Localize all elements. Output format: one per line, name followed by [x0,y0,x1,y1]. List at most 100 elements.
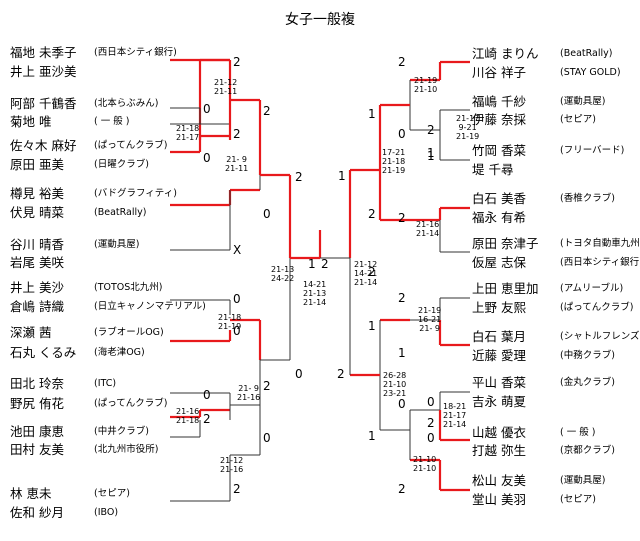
player-name: 近藤 愛理 [472,348,526,363]
match-result: 0 [233,292,241,306]
player-row: 菊地 唯( 一 般 ) [10,114,175,130]
match-score: 21-19 16-21 21- 9 [418,306,442,333]
player-name: 倉嶋 詩織 [10,299,64,314]
match-result: 1 [398,346,406,360]
player-name: 山越 優衣 [472,425,526,440]
page-title: 女子一般複 [285,12,355,28]
match-result: 2 [233,127,241,141]
player-row: 石丸 くるみ(海老津OG) [10,345,175,361]
player-row: 打越 弥生(京都クラブ) [472,443,637,459]
player-club: (中井クラブ) [94,426,149,437]
player-club: (日立キャノンマテリアル) [94,301,206,312]
player-club: (セピア) [94,488,130,499]
player-row: 福永 有希 [472,210,637,226]
player-name: 上野 友熙 [472,300,526,315]
player-row: 堂山 美羽(セピア) [472,492,637,508]
match-result: 2 [233,55,241,69]
player-name: 阿部 千鶴香 [10,96,77,111]
match-result: 2 [427,416,435,430]
player-club: (バドグラフィティ) [94,188,177,199]
player-row: 仮屋 志保(西日本シティ銀行) [472,255,640,271]
player-club: (運動具屋) [560,96,606,107]
player-name: 佐和 紗月 [10,505,64,520]
match-result: 0 [233,324,241,338]
player-row: 井上 美沙(TOTOS北九州) [10,280,175,296]
match-result: 2 [295,170,303,184]
player-club: (フリーバード) [560,145,625,156]
player-row: 福嶋 千紗 (運動具屋) [472,94,637,110]
player-club: (金丸クラブ) [560,377,615,388]
player-club: (セピア) [560,494,596,505]
player-row: 白石 葉月 (シャトルフレンズ) [472,329,640,345]
player-row: 平山 香菜(金丸クラブ) [472,375,637,391]
match-score: 21-16 21-18 [176,407,200,425]
player-row: 松山 友美(運動具屋) [472,473,637,489]
player-name: 吉永 萌夏 [472,394,526,409]
player-row: 原田 奈津子(トヨタ自動車九州) [472,236,640,252]
player-club: (ラブオールOG) [94,327,164,338]
player-club: (北九州市役所) [94,444,159,455]
player-name: 福永 有希 [472,210,526,225]
player-club: (ぱってんクラブ) [94,140,168,151]
player-name: 伊藤 奈採 [472,112,526,127]
match-result: 2 [233,482,241,496]
match-score: 21-10 21-10 [413,455,437,473]
match-score: 21-13 24-22 [271,265,295,283]
match-result: 0 [263,207,271,221]
match-score: 18-21 21-17 21-14 [443,402,467,429]
player-name: 谷川 晴香 [10,237,64,252]
match-score: 21-12 21-16 [220,456,244,474]
match-result: 1 [368,319,376,333]
player-name: 川谷 祥子 [472,65,526,80]
match-result: X [233,243,242,257]
match-result: 2 [263,104,271,118]
player-name: 伏見 晴菜 [10,205,64,220]
player-club: (トヨタ自動車九州) [560,238,640,249]
match-result: 0 [295,367,303,381]
match-result: 2 [398,291,406,305]
player-club: (海老津OG) [94,347,145,358]
player-name: 佐々木 麻好 [10,138,77,153]
player-name: 野尻 侑花 [10,396,64,411]
player-row: 堤 千尋 [472,162,637,178]
match-score: 21-12 21-11 [214,78,238,96]
player-name: 白石 葉月 [472,329,526,344]
player-club: ( 一 般 ) [560,427,596,438]
player-row: 江崎 まりん(BeatRally) [472,46,637,62]
match-result: 2 [203,412,211,426]
player-row: 田北 玲奈(ITC) [10,376,175,392]
player-name: 上田 恵里加 [472,281,539,296]
match-result: 2 [398,55,406,69]
player-row: 上田 恵里加(アムリーブル) [472,281,637,297]
player-row: 佐和 紗月(IBO) [10,505,175,521]
player-name: 堤 千尋 [472,162,514,177]
player-row: 野尻 侑花(ぱってんクラブ) [10,396,175,412]
match-score: 21-17 9-21 21-19 [456,114,480,141]
match-score: 26-28 21-10 23-21 [383,371,407,398]
player-row: 吉永 萌夏 [472,394,637,410]
player-row: 佐々木 麻好 (ぱってんクラブ) [10,138,175,154]
player-name: 福地 未季子 [10,45,77,60]
player-club: (STAY GOLD) [560,67,621,78]
player-row: 川谷 祥子 (STAY GOLD) [472,65,637,81]
player-club: (シャトルフレンズ) [560,331,640,342]
player-name: 岩尾 美咲 [10,255,64,270]
player-club: (セピア) [560,114,596,125]
player-row: 竹岡 香菜(フリーバード) [472,143,637,159]
match-score: 17-21 21-18 21-19 [382,148,406,175]
player-name: 仮屋 志保 [472,255,526,270]
player-row: 伊藤 奈採 (セピア) [472,112,637,128]
player-name: 林 恵未 [10,486,52,501]
player-name: 田北 玲奈 [10,376,64,391]
player-club: (中務クラブ) [560,350,615,361]
match-score: 21-18 21-17 [176,124,200,142]
match-score: 21-16 21-14 [416,220,440,238]
player-row: 深瀬 茜(ラブオールOG) [10,325,175,341]
player-name: 福嶋 千紗 [472,94,526,109]
match-result: 2 [398,482,406,496]
player-name: 池田 康恵 [10,424,64,439]
player-row: 谷川 晴香(運動具屋) [10,237,175,253]
player-club: (日曜クラブ) [94,159,149,170]
player-club: (西日本シティ銀行) [94,47,177,58]
player-row: 阿部 千鶴香(北本らぶみん) [10,96,175,112]
